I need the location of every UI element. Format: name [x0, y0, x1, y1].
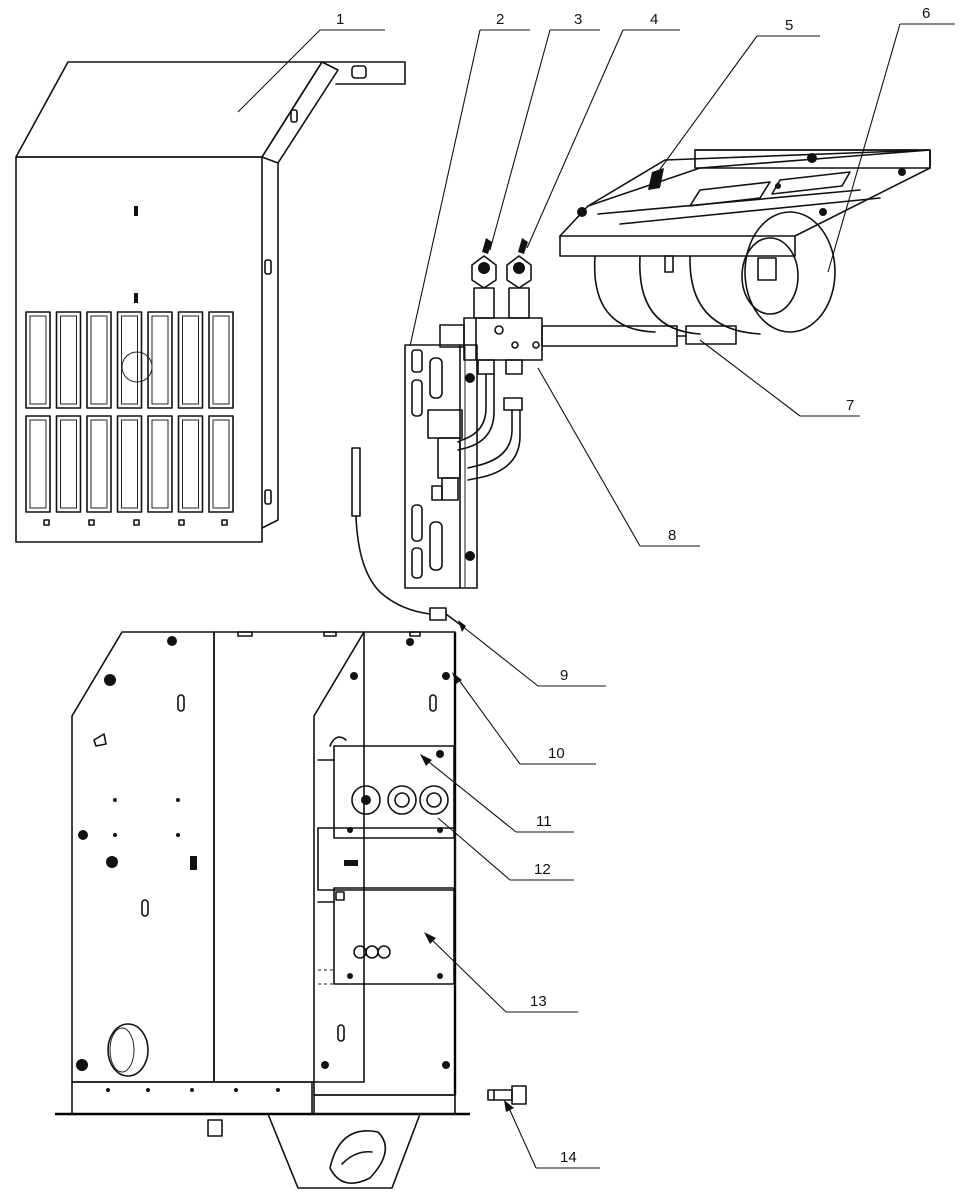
main-cabinet — [55, 631, 470, 1189]
callout-3: 3 — [574, 11, 582, 28]
callout-12: 12 — [534, 861, 551, 878]
grille-louver — [55, 415, 82, 513]
grille-louver — [25, 311, 51, 409]
cover-housing — [15, 61, 406, 543]
callout-2: 2 — [496, 11, 504, 28]
grille-louver — [177, 311, 204, 409]
sensor-cable — [351, 447, 466, 632]
mounting-plate-assembly — [404, 238, 737, 589]
grille-louver — [208, 311, 234, 409]
grille-louver-inner — [60, 419, 77, 509]
grille-louver — [55, 311, 82, 409]
tray-roll-assembly — [559, 149, 931, 335]
callout-labels: 1 2 3 4 5 6 7 8 9 10 11 12 13 14 — [336, 5, 930, 1166]
grille-louver-inner — [151, 419, 169, 509]
grille-louver — [147, 415, 173, 513]
grille-louver — [177, 415, 204, 513]
grille-louver-inner — [29, 419, 47, 509]
grille-louver-inner — [90, 315, 108, 405]
callout-11: 11 — [536, 813, 552, 830]
grille-louver-inner — [182, 315, 199, 405]
callout-1: 1 — [336, 11, 344, 28]
grille-louver-inner — [212, 419, 230, 509]
grille-louver — [116, 311, 143, 409]
grille-louver-inner — [90, 419, 108, 509]
grille-louver-inner — [121, 419, 138, 509]
grille-louver-inner — [151, 315, 169, 405]
callout-13: 13 — [530, 993, 547, 1010]
callout-4: 4 — [650, 11, 658, 28]
grille-louver — [86, 311, 112, 409]
grille-louver-inner — [182, 419, 199, 509]
callout-6: 6 — [922, 5, 930, 22]
grille-louver — [116, 415, 143, 513]
grille-louver-inner — [60, 315, 77, 405]
callout-8: 8 — [668, 527, 676, 544]
grille-louver — [147, 311, 173, 409]
leader-lines — [237, 23, 955, 1169]
bolt — [487, 1085, 527, 1105]
grille-louver — [208, 415, 234, 513]
callout-7: 7 — [846, 397, 854, 414]
grille-louver — [25, 415, 51, 513]
grille-louver-inner — [121, 315, 138, 405]
callout-5: 5 — [785, 17, 793, 34]
grille-louver-inner — [29, 315, 47, 405]
callout-9: 9 — [560, 667, 568, 684]
grille-louver-inner — [212, 315, 230, 405]
callout-14: 14 — [560, 1149, 577, 1166]
callout-10: 10 — [548, 745, 565, 762]
grille-louver — [86, 415, 112, 513]
